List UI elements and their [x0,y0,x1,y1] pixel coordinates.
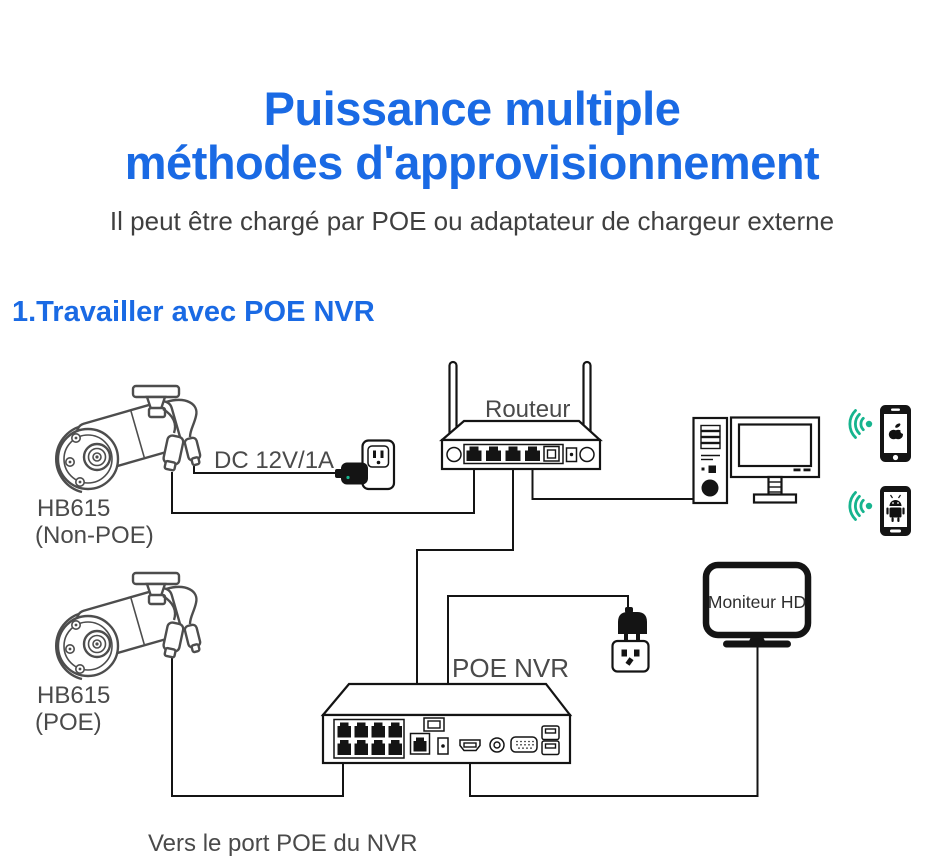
power-outlet-bottom-icon [611,639,650,673]
desktop-tower-icon [692,416,729,505]
cable-camera1-to-adapter [193,466,335,474]
camera-non-poe-model: HB615 [37,495,110,522]
nvr-hdmi-port [459,739,481,752]
hd-monitor-label: Moniteur HD [708,592,806,612]
nvr-audio-port [489,737,505,753]
nvr-vga-port [510,736,538,753]
router-icon: Routeur [439,360,603,471]
nvr-poe-ports [337,722,402,755]
camera-poe-model: HB615 [37,682,110,709]
nvr-switch [423,717,445,732]
poe-port-note: Vers le port POE du NVR [148,830,417,857]
camera-poe-variant: (POE) [35,709,102,736]
camera-non-poe: HB615 (Non-POE) [35,384,204,549]
wifi-signal-icon-bottom [848,491,873,521]
page-title: Puissance multiple méthodes d'approvisio… [0,82,944,190]
cable-camera2-to-nvr-poe-port [171,658,344,797]
iphone-icon [880,405,911,462]
dc-power-label: DC 12V/1A [214,447,334,474]
power-adapter-icon [335,462,368,485]
nvr-usb-ports [541,725,560,756]
apple-logo-icon [888,423,906,440]
section-heading: 1.Travailler avec POE NVR [12,296,375,328]
hd-monitor-icon: Moniteur HD [702,561,812,648]
nvr-label: POE NVR [452,653,569,683]
wifi-signal-icon-top [848,409,873,439]
title-line-2: méthodes d'approvisionnement [124,136,820,189]
cable-nvr-to-monitor [469,647,759,797]
subtitle: Il peut être chargé par POE ou adaptateu… [109,206,835,236]
router-label: Routeur [485,396,570,423]
power-plug-bottom-icon [618,607,647,642]
pc-monitor-icon [729,416,821,504]
poe-nvr-icon: POE NVR [320,653,573,765]
android-phone-icon [880,486,911,536]
cables [171,463,759,797]
title-line-1: Puissance multiple [263,82,681,135]
power-outlet-top-icon [361,439,396,491]
cable-router-to-pc [531,463,694,500]
cable-nvr-to-power-plug [447,595,629,741]
camera-poe: HB615 (POE) [35,571,204,736]
cable-camera1-to-router [171,463,475,514]
android-robot-icon [886,494,905,522]
camera-non-poe-variant: (Non-POE) [35,522,154,549]
cable-router-to-nvr [416,463,514,734]
